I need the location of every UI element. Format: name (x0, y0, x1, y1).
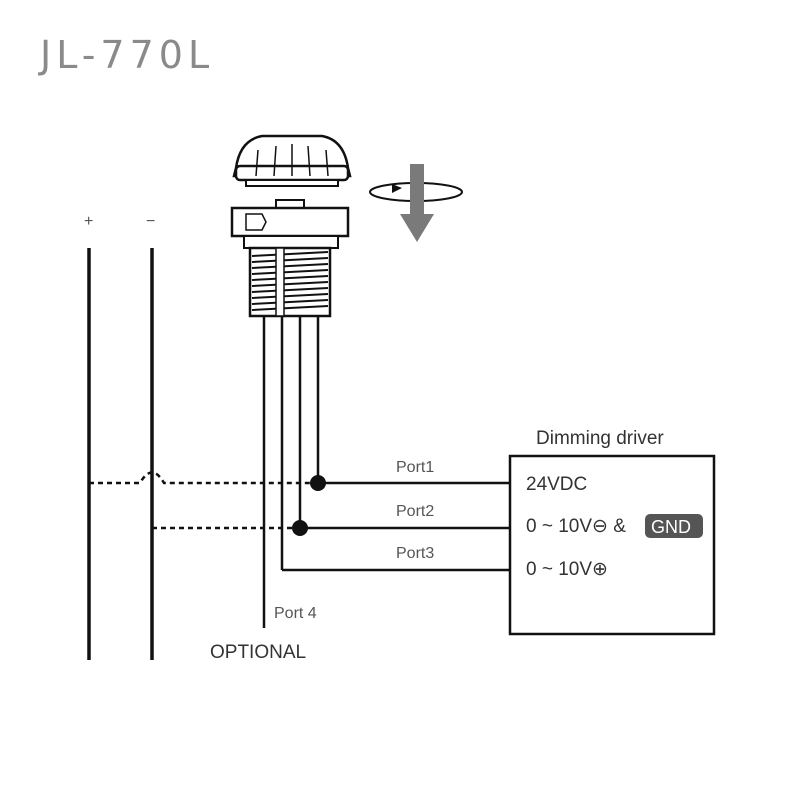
port1-label: Port1 (396, 459, 434, 476)
junction-port1 (310, 475, 326, 491)
terminal-24vdc: 24VDC (526, 474, 587, 495)
rail-plus-label: + (84, 213, 93, 230)
device-body (230, 199, 350, 249)
driver-title: Dimming driver (536, 428, 664, 449)
gnd-badge: GND (645, 514, 703, 538)
terminal-0-10v-minus: 0 ~ 10V⊖ & (526, 516, 626, 537)
dimming-driver-box (508, 454, 716, 636)
threaded-body-icon (248, 246, 332, 318)
port2-label: Port2 (396, 503, 434, 520)
junction-port2 (292, 520, 308, 536)
gnd-badge-text: GND (651, 517, 691, 537)
optional-label: OPTIONAL (210, 642, 306, 663)
product-title: JL-770L (38, 33, 214, 77)
terminal-0-10v-plus: 0 ~ 10V⊕ (526, 559, 608, 580)
port4-label: Port 4 (274, 605, 317, 622)
knob-cap-icon (232, 134, 352, 187)
port3-label: Port3 (396, 545, 434, 562)
dashed-link-plus (89, 471, 318, 485)
push-down-arrow-icon (400, 164, 434, 242)
rail-minus-label: − (146, 213, 155, 230)
